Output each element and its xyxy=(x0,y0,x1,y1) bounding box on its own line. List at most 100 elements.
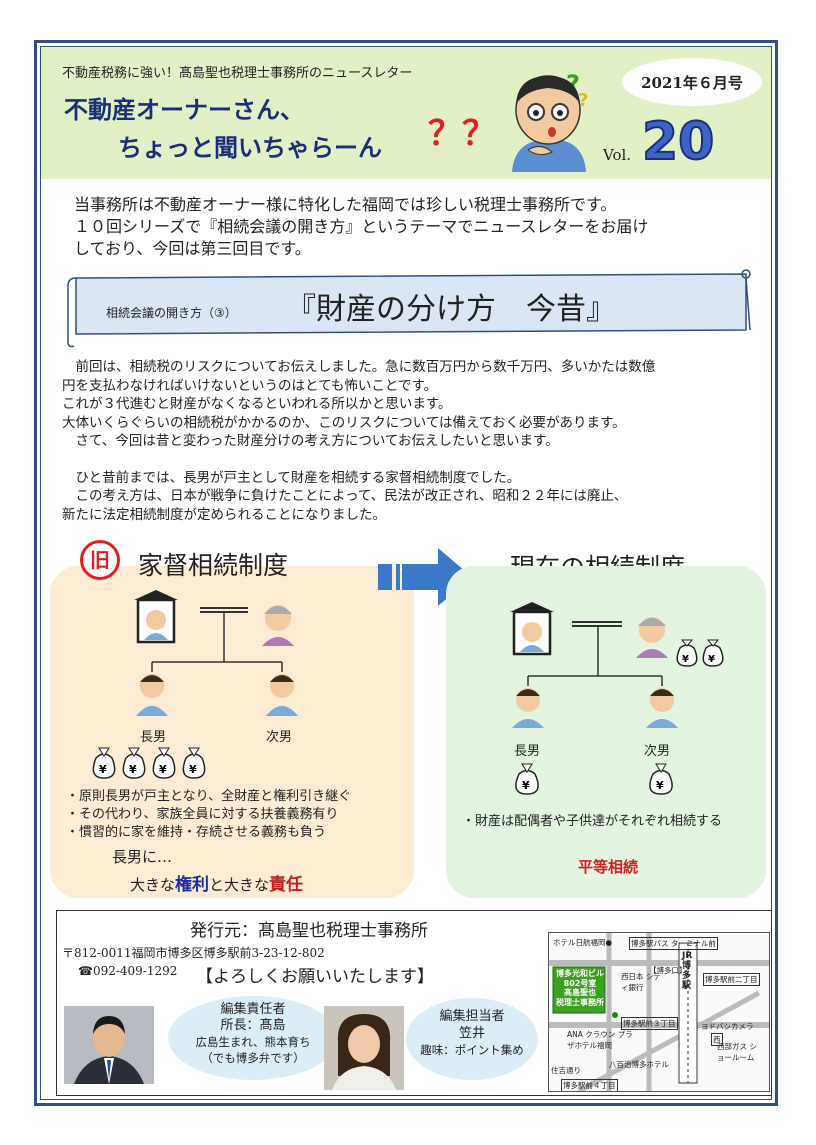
question-marks: ？？ xyxy=(428,114,496,154)
bullet-item: ・原則長男が戸主となり、全財産と権利引き継ぐ xyxy=(66,789,352,804)
map-label: 西部ガス ショールーム xyxy=(717,1042,757,1062)
map-building-line: 髙島聖也 xyxy=(564,988,596,997)
money-bag-icon: ¥ xyxy=(92,747,116,779)
rights-text: 権利 xyxy=(175,875,210,895)
old-system-title: 家督相続制度 xyxy=(138,551,289,580)
body-line: さて、今回は昔と変わった財産分けの考え方についてお伝えしたいと思います。 xyxy=(62,433,559,449)
big-text: 大きな xyxy=(130,876,176,894)
map-label: 【博多口】 xyxy=(649,966,687,975)
map-label: 博多駅バス ターミナル前 xyxy=(629,937,718,950)
bullet-item: ・その代わり、家族全員に対する扶養義務有り xyxy=(66,807,339,822)
map-label: ANA クラウン プラザホテル福岡 xyxy=(567,1030,633,1050)
svg-text:?: ? xyxy=(578,90,588,111)
and-big-text: と大きな xyxy=(209,876,270,894)
editor-bubble: 編集担当者 笠井 趣味：ポイント集め xyxy=(406,998,538,1080)
money-bag-icon: ¥ xyxy=(515,763,539,795)
map-label: 西日本 シティ銀行 xyxy=(621,972,661,992)
svg-text:¥: ¥ xyxy=(708,654,715,665)
money-bag-icon: ¥ xyxy=(152,747,176,779)
svg-text:¥: ¥ xyxy=(99,763,107,776)
map-label: 博多駅前３丁目 xyxy=(621,1017,678,1030)
thinking-man-illustration: ? ? xyxy=(512,70,588,172)
map-building-line: 税理士事務所 xyxy=(556,997,604,1007)
equal-inheritance-label: 平等相続 xyxy=(578,858,639,876)
rights-responsibility-line: 大きな権利と大きな責任 xyxy=(130,870,303,895)
svg-text:¥: ¥ xyxy=(189,763,197,776)
old-badge: 旧 xyxy=(80,540,120,580)
money-bags-group: ¥ ¥ ¥ ¥ xyxy=(92,747,206,779)
volume-number: 20 xyxy=(641,111,715,173)
body-line: 新たに法定相続制度が定められることになりました。 xyxy=(62,506,386,523)
chief-editor-bubble: 編集責任者 所長：髙島 広島生まれ、熊本育ち （でも博多弁です） xyxy=(168,996,338,1080)
editor-photo xyxy=(324,1006,404,1090)
map-label: 西 xyxy=(711,1033,723,1046)
chief-editor-name: 所長：髙島 xyxy=(220,1018,286,1033)
editor-hobby: 趣味：ポイント集め xyxy=(420,1043,524,1057)
current-family-tree: ¥ ¥ xyxy=(510,602,724,728)
intro-line: １０回シリーズで『相続会議の開き方』というテーマでニュースレターをお届け xyxy=(74,217,649,236)
current-son1-label: 長男 xyxy=(514,744,541,759)
publisher: 発行元：髙島聖也税理士事務所 xyxy=(190,921,428,941)
old-system-panel xyxy=(50,566,414,898)
svg-text:¥: ¥ xyxy=(522,779,530,792)
volume-label: Vol. xyxy=(603,146,632,164)
chief-editor-note: （でも博多弁です） xyxy=(201,1051,305,1065)
intro-line: 当事務所は不動産オーナー様に特化した福岡では珍しい税理士事務所です。 xyxy=(74,195,617,214)
address: 〒812-0011福岡市博多区博多駅前3-23-12-802 xyxy=(62,946,325,960)
chief-editor-bio: 広島生まれ、熊本育ち xyxy=(195,1035,311,1049)
editor-name: 笠井 xyxy=(458,1026,485,1041)
header-title-line2: ちょっと聞いちゃらーん xyxy=(118,134,382,162)
map-roads xyxy=(549,933,769,1091)
map-label: ホテル日航福岡● xyxy=(553,938,613,947)
old-son2-label: 次男 xyxy=(266,730,293,745)
greeting: 【よろしくお願いいたします】 xyxy=(196,967,434,987)
old-son1-label: 長男 xyxy=(140,730,167,745)
svg-text:¥: ¥ xyxy=(129,763,137,776)
chief-editor-role: 編集責任者 xyxy=(220,1002,286,1017)
body-line: 前回は、相続税のリスクについてお伝えしました。急に数百万円から数千万円、多いかた… xyxy=(62,359,656,375)
issue-date: 2021年６月号 xyxy=(622,58,762,106)
old-family-tree xyxy=(134,590,298,716)
money-bag-icon: ¥ xyxy=(182,747,206,779)
map-label: 住吉通り xyxy=(551,1066,581,1075)
eldest-son-label: 長男に… xyxy=(112,848,173,866)
body-line: 大体いくらぐらいの相続税がかかるのか、このリスクについては備えておく必要がありま… xyxy=(62,414,626,431)
map-label: 博多駅前二丁目 xyxy=(703,973,760,986)
intro-text: 当事務所は不動産オーナー様に特化した福岡では珍しい税理士事務所です。 １０回シリ… xyxy=(74,194,764,260)
scroll-title: 『財産の分け方 今昔』 xyxy=(286,292,616,327)
scroll-subtitle: 相続会議の開き方（③） xyxy=(106,306,237,320)
svg-text:¥: ¥ xyxy=(159,763,167,776)
body-line: この考え方は、日本が戦争に負けたことによって、民法が改正され、昭和２２年には廃止… xyxy=(62,488,628,504)
map-label: ヨドバシカメラ xyxy=(701,1022,754,1031)
money-bag-icon: ¥ xyxy=(702,639,724,667)
money-bag-icon: ¥ xyxy=(122,747,146,779)
chief-editor-photo xyxy=(64,1006,154,1084)
header-title-line1: 不動産オーナーさん、 xyxy=(64,96,304,124)
page-frame xyxy=(34,40,778,1106)
map-label: JR博多駅 xyxy=(682,951,693,991)
body-line: ひと昔前までは、長男が戸主として財産を相続する家督相続制度でした。 xyxy=(62,469,521,486)
svg-text:¥: ¥ xyxy=(682,654,689,665)
map-building-line: 802号室 xyxy=(563,978,597,988)
current-system-note: ・財産は配偶者や子供達がそれぞれ相続する xyxy=(462,814,723,829)
map-label: 八百治博多ホテル xyxy=(609,1060,669,1069)
scroll-banner xyxy=(67,269,751,348)
article-body: 前回は、相続税のリスクについてお伝えしました。急に数百万円から数千万円、多いかた… xyxy=(62,358,778,524)
map-building-line: 博多光和ビル xyxy=(556,969,604,978)
responsibility-text: 責任 xyxy=(269,875,304,895)
map-label: 博多駅前４丁目 xyxy=(561,1079,618,1091)
bullet-item: ・慣習的に家を維持・存続させる義務も負う xyxy=(66,825,327,840)
intro-line: しており、今回は第三回目です。 xyxy=(74,239,311,258)
body-line: 円を支払わなければいけないというのはとても怖いことです。 xyxy=(62,377,438,394)
money-bag-icon: ¥ xyxy=(649,763,673,795)
old-system-bullets: ・原則長男が戸主となり、全財産と権利引き継ぐ ・その代わり、家族全員に対する扶養… xyxy=(66,788,351,842)
header-tagline: 不動産税務に強い！髙島聖也税理士事務所のニュースレター xyxy=(62,66,413,81)
footer-box xyxy=(56,910,772,1096)
body-line: これが３代進むと財産がなくなるといわれる所以かと思います。 xyxy=(62,396,452,412)
current-son2-label: 次男 xyxy=(644,744,671,759)
svg-text:¥: ¥ xyxy=(656,779,664,792)
money-bag-icon: ¥ xyxy=(676,639,698,667)
phone-number: ☎092-409-1292 xyxy=(78,964,178,978)
editor-role: 編集担当者 xyxy=(439,1009,505,1024)
page-inner-frame xyxy=(40,46,772,1100)
